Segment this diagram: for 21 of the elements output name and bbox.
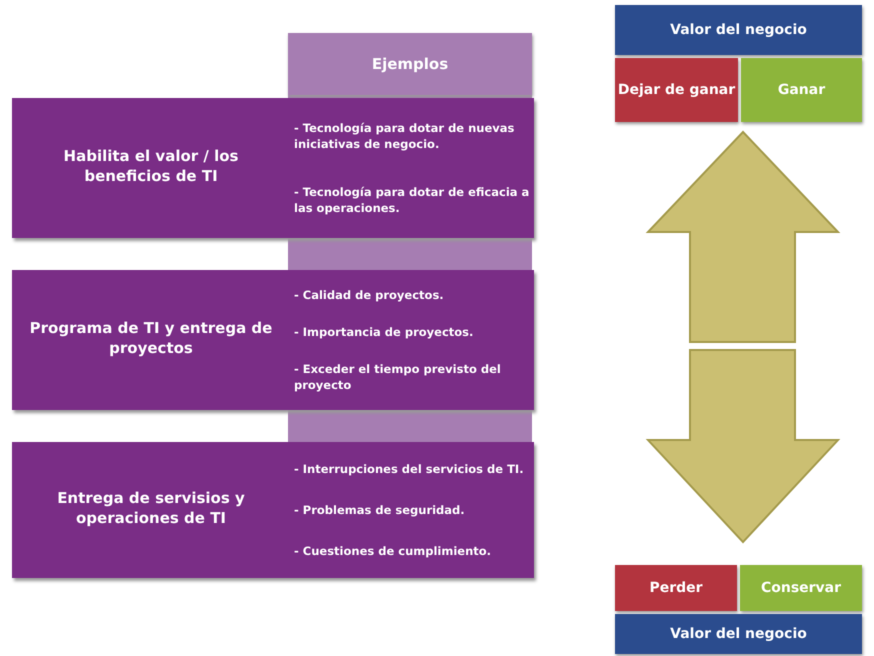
example-text: - Importancia de proyectos.	[294, 324, 474, 340]
category-row	[12, 270, 534, 410]
loss-box: Dejar de ganar	[615, 58, 738, 122]
column-header: Ejemplos	[288, 33, 532, 95]
category-label: Programa de TI y entrega de proyectos	[28, 318, 274, 358]
example-text: - Problemas de seguridad.	[294, 502, 466, 518]
category-label: Habilita el valor / los beneficios de TI	[62, 146, 240, 186]
example-text: - Calidad de proyectos.	[294, 286, 445, 303]
value-box: Valor del negocio	[615, 5, 862, 55]
gain-box: Conservar	[740, 565, 862, 611]
example-text: - Tecnología para dotar de nuevas iniciativas de negocio.	[294, 120, 516, 152]
category-row	[12, 442, 534, 578]
gain-box: Ganar	[741, 58, 862, 122]
loss-box: Perder	[615, 565, 737, 611]
value-box: Valor del negocio	[615, 614, 862, 654]
example-text: - Interrupciones del servicios de TI.	[294, 460, 525, 477]
example-text: - Cuestiones de cumplimiento.	[294, 543, 492, 560]
example-text: - Tecnología para dotar de eficacia a las operaciones.	[294, 184, 530, 216]
category-row	[12, 98, 534, 238]
example-text: - Exceder el tiempo previsto del proyecto	[294, 361, 502, 394]
category-label: Entrega de servisios y operaciones de TI	[56, 488, 246, 528]
